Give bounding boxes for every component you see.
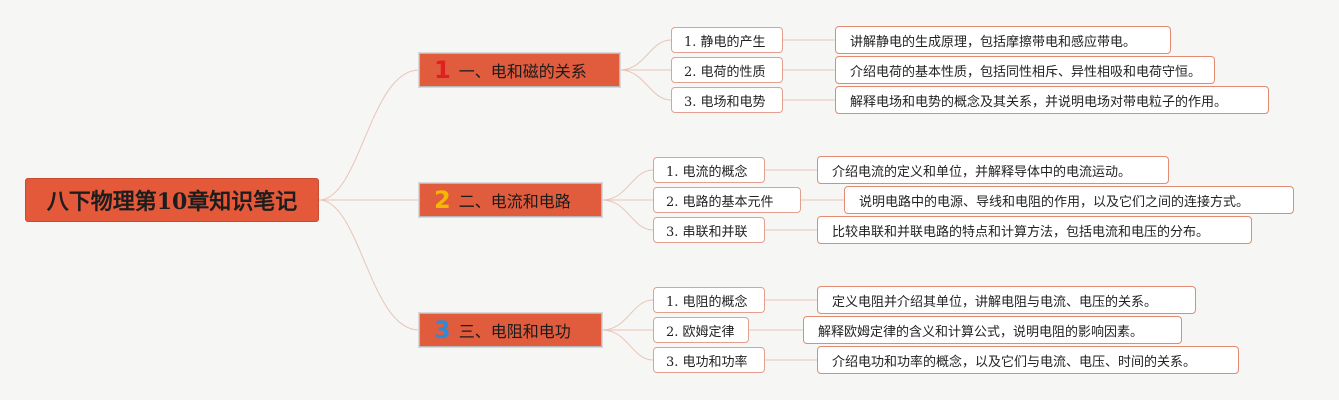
description-text: 比较串联和并联电路的特点和计算方法，包括电流和电压的分布。 [832, 224, 1210, 240]
description-node[interactable]: 说明电路中的电源、导线和电阻的作用，以及它们之间的连接方式。 [844, 186, 1294, 214]
topic-node[interactable]: 1. 静电的产生 [671, 27, 783, 53]
description-node[interactable]: 介绍电荷的基本性质，包括同性相斥、异性相吸和电荷守恒。 [835, 56, 1215, 84]
branch-node-2[interactable]: 2 二、电流和电路 [419, 183, 602, 217]
branch-label: 二、电流和电路 [458, 192, 571, 211]
number-badge-1: 1 [434, 56, 451, 84]
topic-label: 2. 欧姆定律 [666, 324, 735, 340]
topic-node[interactable]: 2. 欧姆定律 [653, 317, 749, 343]
topic-node[interactable]: 3. 电场和电势 [671, 87, 783, 113]
topic-node[interactable]: 2. 电荷的性质 [671, 57, 783, 83]
description-node[interactable]: 讲解静电的生成原理，包括摩擦带电和感应带电。 [835, 26, 1171, 54]
topic-node[interactable]: 3. 串联和并联 [653, 217, 765, 243]
topic-label: 3. 电场和电势 [684, 94, 766, 110]
number-badge-2: 2 [434, 186, 451, 214]
topic-label: 3. 电功和功率 [666, 354, 748, 370]
branch-node-1[interactable]: 1 一、电和磁的关系 [419, 53, 620, 87]
description-node[interactable]: 解释欧姆定律的含义和计算公式，说明电阻的影响因素。 [803, 316, 1182, 344]
description-text: 介绍电荷的基本性质，包括同性相斥、异性相吸和电荷守恒。 [850, 64, 1202, 80]
root-node[interactable]: 八下物理第10章知识笔记 [25, 178, 319, 222]
topic-node[interactable]: 3. 电功和功率 [653, 347, 765, 373]
topic-label: 3. 串联和并联 [666, 224, 748, 240]
topic-label: 1. 电阻的概念 [666, 294, 748, 310]
topic-node[interactable]: 1. 电阻的概念 [653, 287, 765, 313]
topic-label: 2. 电荷的性质 [684, 64, 766, 80]
topic-node[interactable]: 1. 电流的概念 [653, 157, 765, 183]
description-node[interactable]: 介绍电流的定义和单位，并解释导体中的电流运动。 [817, 156, 1169, 184]
description-text: 解释欧姆定律的含义和计算公式，说明电阻的影响因素。 [818, 324, 1144, 340]
topic-node[interactable]: 2. 电路的基本元件 [653, 187, 801, 213]
topic-label: 2. 电路的基本元件 [666, 194, 774, 210]
topic-label: 1. 静电的产生 [684, 34, 766, 50]
description-text: 介绍电流的定义和单位，并解释导体中的电流运动。 [832, 164, 1132, 180]
description-text: 讲解静电的生成原理，包括摩擦带电和感应带电。 [850, 34, 1137, 50]
description-node[interactable]: 解释电场和电势的概念及其关系，并说明电场对带电粒子的作用。 [835, 86, 1269, 114]
branch-node-3[interactable]: 3 三、电阻和电功 [419, 313, 602, 347]
description-text: 说明电路中的电源、导线和电阻的作用，以及它们之间的连接方式。 [859, 194, 1250, 210]
description-text: 解释电场和电势的概念及其关系，并说明电场对带电粒子的作用。 [850, 94, 1228, 110]
description-text: 介绍电功和功率的概念，以及它们与电流、电压、时间的关系。 [832, 354, 1197, 370]
branch-label: 一、电和磁的关系 [458, 62, 587, 81]
description-node[interactable]: 比较串联和并联电路的特点和计算方法，包括电流和电压的分布。 [817, 216, 1252, 244]
description-text: 定义电阻并介绍其单位，讲解电阻与电流、电压的关系。 [832, 294, 1158, 310]
topic-label: 1. 电流的概念 [666, 164, 748, 180]
number-badge-3: 3 [434, 316, 451, 344]
branch-label: 三、电阻和电功 [458, 322, 571, 341]
description-node[interactable]: 定义电阻并介绍其单位，讲解电阻与电流、电压的关系。 [817, 286, 1196, 314]
description-node[interactable]: 介绍电功和功率的概念，以及它们与电流、电压、时间的关系。 [817, 346, 1239, 374]
root-title: 八下物理第10章知识笔记 [46, 189, 298, 215]
